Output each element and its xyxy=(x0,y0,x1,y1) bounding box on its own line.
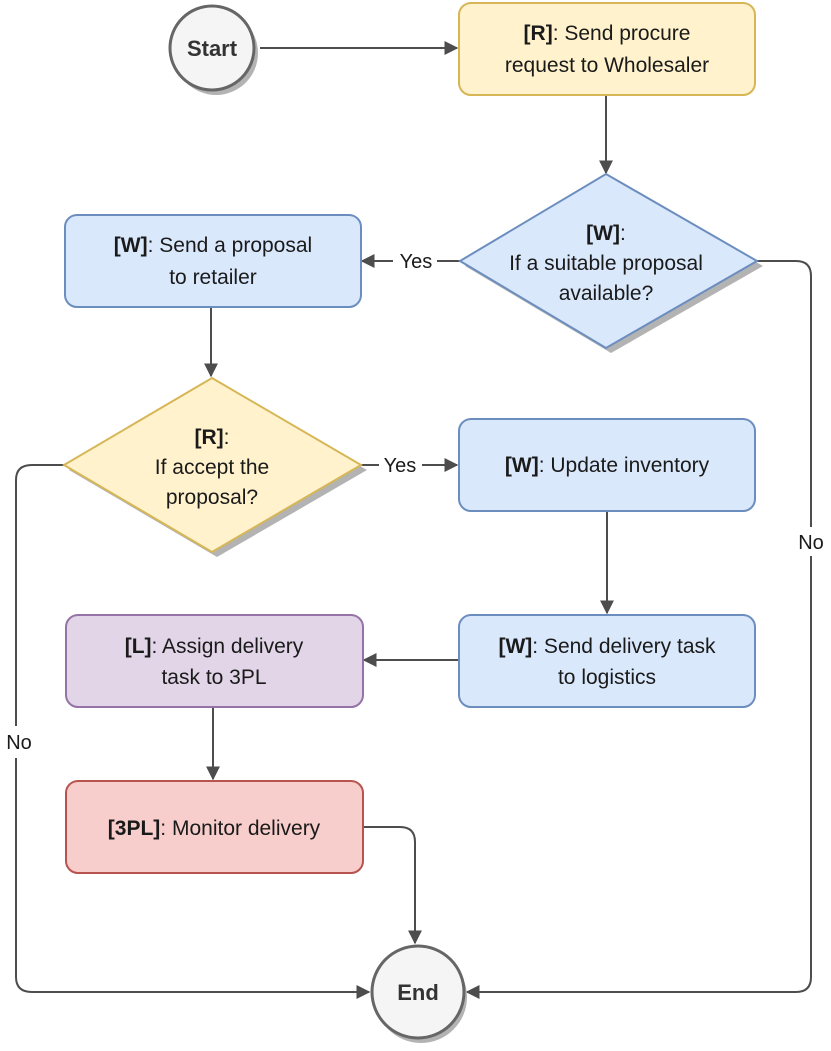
retailer-accept-role: [R] xyxy=(195,426,224,449)
retailer-request-line1: : Send procure xyxy=(553,22,691,45)
send-delivery-line1: : Send delivery task xyxy=(532,635,716,658)
wholesaler-check-line1: : xyxy=(620,222,626,245)
svg-text:[W]: Update inventory: [W]: Update inventory xyxy=(505,454,710,477)
retailer-accept-line2: If accept the xyxy=(155,456,269,479)
wholesaler-check-role: [W] xyxy=(586,222,620,245)
send-delivery-role: [W] xyxy=(498,635,532,658)
svg-text:[3PL]: Monitor delivery: [3PL]: Monitor delivery xyxy=(108,817,321,840)
end-label: End xyxy=(397,980,439,1005)
retailer-request-role: [R] xyxy=(524,22,553,45)
wholesaler-proposal-line1: : Send a proposal xyxy=(148,234,313,257)
wholesaler-check-line2: If a suitable proposal xyxy=(509,252,703,275)
edge-label-no-accept: No xyxy=(6,732,32,754)
assign-delivery-node: [L]: Assign delivery task to 3PL xyxy=(65,614,364,708)
edge-label-yes-proposal: Yes xyxy=(400,251,433,273)
send-delivery-task-node: [W]: Send delivery task to logistics xyxy=(458,614,756,708)
svg-text:[R]: Send procure: [R]: Send procure xyxy=(524,22,691,45)
retailer-accept-line1: : xyxy=(224,426,230,449)
edge-label-no-proposal: No xyxy=(798,532,824,554)
wholesaler-proposal-node: [W]: Send a proposal to retailer xyxy=(64,214,362,308)
edge-monitor-to-end xyxy=(364,826,422,945)
retailer-accept-line3: proposal? xyxy=(166,486,258,509)
wholesaler-proposal-line2: to retailer xyxy=(169,266,257,289)
assign-delivery-line2: task to 3PL xyxy=(161,666,266,689)
update-inventory-role: [W] xyxy=(505,454,539,477)
end-node: End xyxy=(370,944,467,1043)
monitor-delivery-role: [3PL] xyxy=(108,817,161,840)
assign-delivery-line1: : Assign delivery xyxy=(152,635,304,658)
start-label: Start xyxy=(187,36,238,61)
svg-text:[W]: Send delivery task: [W]: Send delivery task xyxy=(498,635,716,658)
update-inventory-line1: : Update inventory xyxy=(539,454,710,477)
monitor-delivery-line1: : Monitor delivery xyxy=(160,817,320,840)
monitor-delivery-node: [3PL]: Monitor delivery xyxy=(65,780,364,874)
svg-text:[R]:: [R]: xyxy=(195,426,230,449)
wholesaler-proposal-role: [W] xyxy=(114,234,148,257)
edge-check-to-end xyxy=(467,260,812,992)
start-node: Start xyxy=(168,4,258,95)
retailer-request-node: [R]: Send procure request to Wholesaler xyxy=(458,2,756,96)
edge-accept-to-end xyxy=(15,464,369,992)
svg-text:[L]: Assign delivery: [L]: Assign delivery xyxy=(125,635,304,658)
svg-text:[W]: Send a proposal: [W]: Send a proposal xyxy=(114,234,312,257)
retailer-accept-node: [R]: If accept the proposal? xyxy=(62,376,367,557)
retailer-request-line2: request to Wholesaler xyxy=(505,54,709,77)
wholesaler-check-node: [W]: If a suitable proposal available? xyxy=(458,172,763,353)
assign-delivery-role: [L] xyxy=(125,635,152,658)
svg-text:[W]:: [W]: xyxy=(586,222,626,245)
send-delivery-line2: to logistics xyxy=(558,666,656,689)
update-inventory-node: [W]: Update inventory xyxy=(458,418,756,512)
edge-label-yes-accept: Yes xyxy=(384,455,417,477)
wholesaler-check-line3: available? xyxy=(559,282,654,305)
